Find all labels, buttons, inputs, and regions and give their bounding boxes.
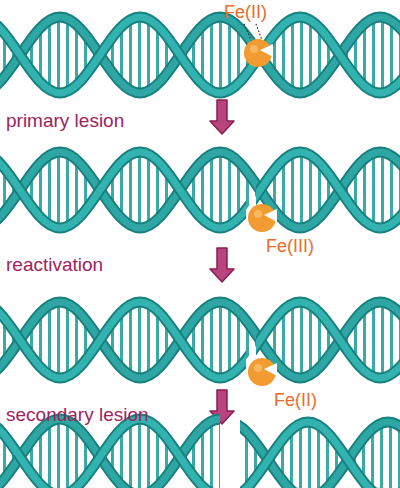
iron-complex — [248, 204, 277, 232]
step-label: primary lesion — [6, 110, 124, 132]
leader-line — [244, 24, 252, 42]
dna-helix-nicked — [0, 302, 400, 378]
dna-helix-broken — [0, 419, 400, 488]
dna-helix-nicked — [0, 152, 400, 228]
step-arrow — [210, 248, 234, 282]
iron-complex — [248, 358, 277, 386]
step-label: secondary lesion — [6, 404, 149, 426]
leader-line — [256, 24, 262, 40]
ion-label: Fe(II) — [274, 390, 317, 411]
iron-complex — [244, 39, 273, 67]
ion-label: Fe(II) — [224, 2, 267, 23]
step-arrow — [210, 100, 234, 134]
ion-label: Fe(III) — [266, 236, 314, 257]
dna-helix-intact — [0, 17, 400, 93]
step-label: reactivation — [6, 254, 103, 276]
